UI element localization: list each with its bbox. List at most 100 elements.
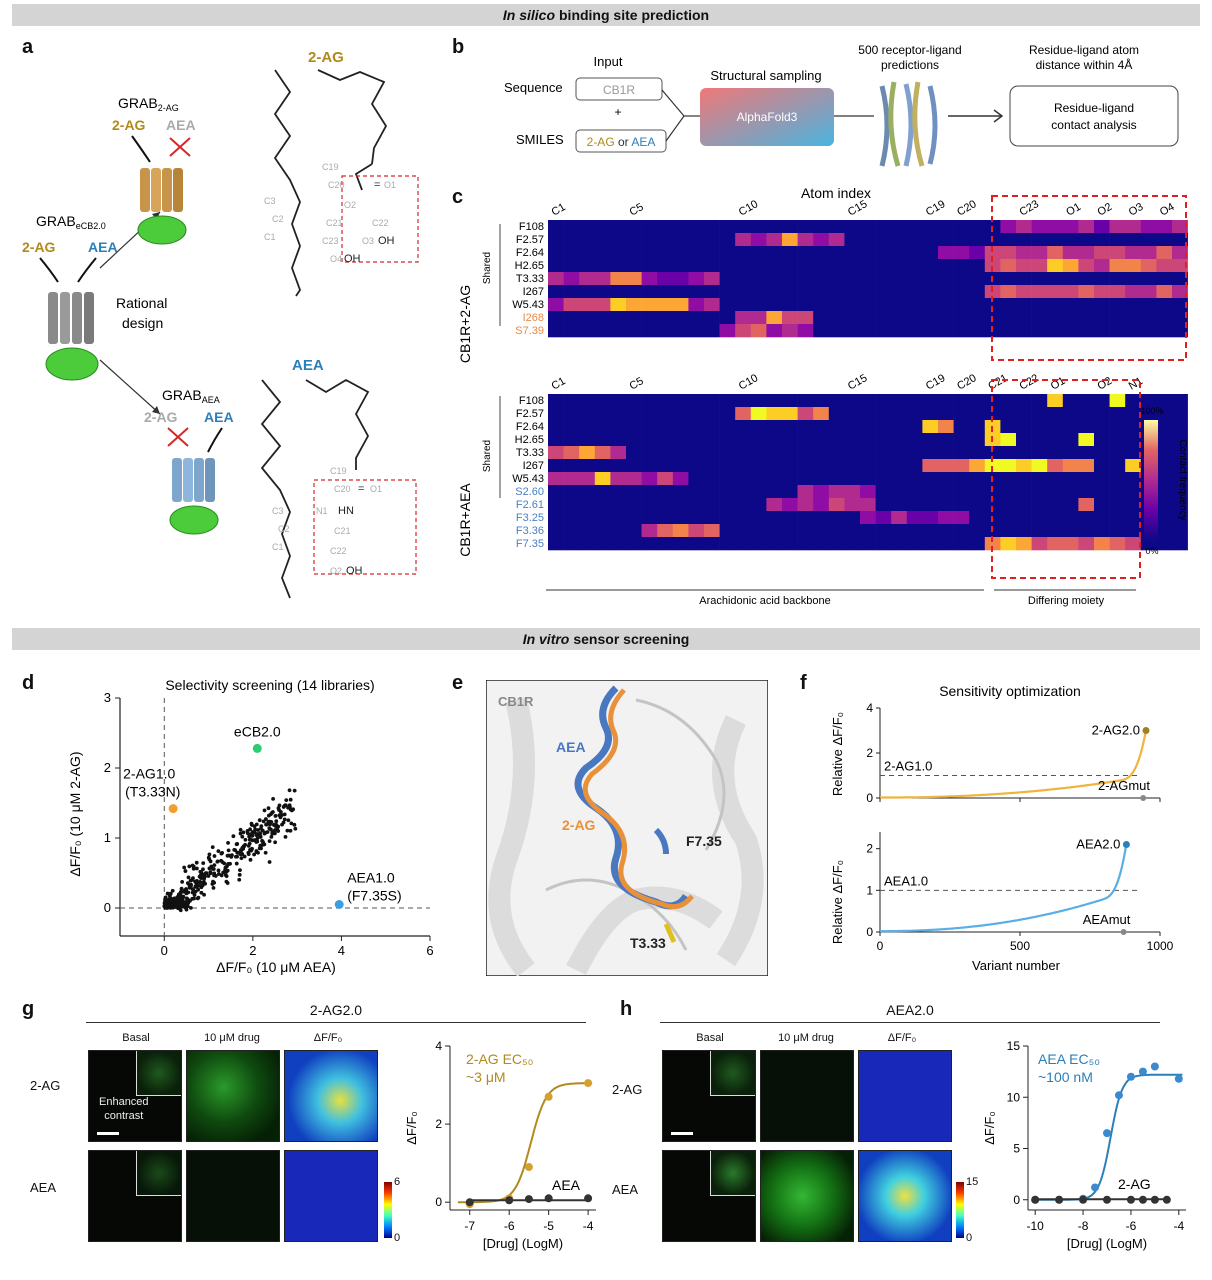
y-tick-label: 0 — [104, 900, 111, 915]
scatter-point — [213, 874, 218, 878]
heatmap-cell — [1016, 394, 1032, 408]
heatmap-cell — [828, 420, 845, 434]
sens-best-label: AEA2.0 — [1076, 837, 1120, 852]
h-title-rule — [660, 1022, 1160, 1023]
heatmap-row-labels: F108F2.57F2.64H2.65T3.33I267W5.43I268S7.… — [512, 221, 544, 550]
heatmap-cell — [797, 233, 814, 247]
heatmap-cell — [969, 233, 986, 247]
heatmap-cell — [828, 259, 845, 273]
heatmap-xtick: C22 — [1018, 372, 1041, 392]
scatter-point — [203, 874, 207, 879]
g-cbar-max: 6 — [394, 1176, 401, 1188]
heatmap-cell — [1000, 298, 1017, 312]
dose-y-tick-label: 15 — [1007, 1039, 1021, 1053]
heatmap-cell — [860, 285, 876, 299]
heatmap-cell — [1031, 394, 1048, 408]
scatter-point — [168, 891, 173, 896]
heatmap-cell — [610, 498, 627, 512]
heatmap-cell — [688, 433, 705, 447]
dose-point — [524, 1163, 533, 1172]
heatmap-cell — [579, 472, 596, 486]
heatmap-cell — [1047, 246, 1064, 260]
heatmap-cell — [1109, 420, 1126, 434]
heatmap-cell — [563, 511, 580, 525]
heatmap-cell — [735, 394, 752, 408]
heatmap-cell — [579, 298, 596, 312]
heatmap-cell — [735, 407, 752, 421]
scatter-point — [174, 904, 178, 909]
heatmap-cell — [1094, 311, 1110, 325]
heatmap-cell — [844, 285, 861, 299]
highlight-label: eCB2.0 — [234, 723, 281, 739]
scatter-point — [257, 818, 262, 823]
scatter-point — [164, 904, 168, 909]
heatmap-cell — [563, 246, 580, 260]
scatter-point — [284, 798, 289, 802]
colorbar — [1144, 420, 1158, 540]
heatmap-cell — [1016, 311, 1032, 325]
heatmap-cell — [735, 498, 752, 512]
heatmap-cell — [1062, 472, 1079, 486]
svg-text:O2: O2 — [344, 200, 356, 210]
heatmap-cell — [1031, 485, 1048, 499]
heatmap-cell — [735, 537, 752, 551]
heatmap-cell — [938, 524, 954, 538]
heatmap-cell — [1140, 220, 1157, 234]
panel-label-d: d — [22, 672, 35, 694]
heatmap-row-label: F2.57 — [516, 234, 544, 246]
heatmap-cell — [797, 311, 814, 325]
heatmap-row-label: F2.61 — [516, 499, 544, 511]
heatmap-cell — [1094, 498, 1110, 512]
heatmap-cell — [579, 220, 596, 234]
heatmap-cell — [828, 498, 845, 512]
scatter-point — [196, 887, 201, 892]
scatter-point — [267, 839, 272, 844]
mol-2ag-atoms: C19 C20 = O1 O2 C21 C22 C23 O3 OH O4 OH … — [264, 162, 396, 265]
heatmap-cell — [1031, 324, 1048, 338]
scatter-point — [238, 868, 242, 873]
heatmap-row-label: F3.25 — [516, 512, 544, 524]
heatmap-cell — [1140, 394, 1157, 408]
heatmap-cell — [579, 511, 596, 525]
heatmap-cell — [891, 311, 908, 325]
helix-background — [488, 697, 764, 976]
heatmap-cell — [657, 420, 674, 434]
heatmap-cell — [766, 511, 783, 525]
x-tick-label: 6 — [426, 943, 433, 958]
heatmap-xtick: C19 — [924, 198, 947, 218]
heatmap-cell — [735, 433, 752, 447]
sens-y-tick-label: 0 — [866, 925, 873, 939]
heatmap-cell — [860, 511, 876, 525]
heatmap-cell — [1156, 324, 1173, 338]
heatmap-cell — [860, 407, 876, 421]
heatmap-cell — [672, 472, 689, 486]
heatmap-xtick: O1 — [1049, 375, 1068, 393]
heatmap-cell — [1031, 298, 1048, 312]
heatmap-cell — [891, 220, 908, 234]
heatmap-cell — [922, 311, 939, 325]
dose-x-tick-label: -6 — [1126, 1219, 1137, 1233]
heatmap-cell — [1172, 498, 1188, 512]
heatmap-cell — [1000, 511, 1017, 525]
heatmap-cell — [813, 233, 830, 247]
heatmap-cell — [610, 324, 627, 338]
heatmap-cell — [828, 446, 845, 460]
heatmap-cell — [938, 446, 954, 460]
heatmap-cell — [938, 298, 954, 312]
heatmap-row-label: F7.35 — [516, 538, 544, 550]
heatmap-cell — [891, 472, 908, 486]
heatmap-cell — [906, 259, 923, 273]
heatmap-xtick: C1 — [550, 375, 568, 392]
heatmap-cell — [1016, 459, 1032, 473]
scatter-point — [286, 818, 291, 823]
scatter-point — [184, 891, 189, 896]
heatmap-cell — [969, 537, 986, 551]
heatmap-cell — [828, 472, 845, 486]
heatmap-cell — [1078, 537, 1095, 551]
heatmap-cell — [1016, 524, 1032, 538]
receptor-blue-icon — [169, 458, 219, 535]
scatter-point — [198, 869, 203, 874]
heatmap-cell — [1156, 446, 1173, 460]
heatmap-cell — [641, 259, 658, 273]
